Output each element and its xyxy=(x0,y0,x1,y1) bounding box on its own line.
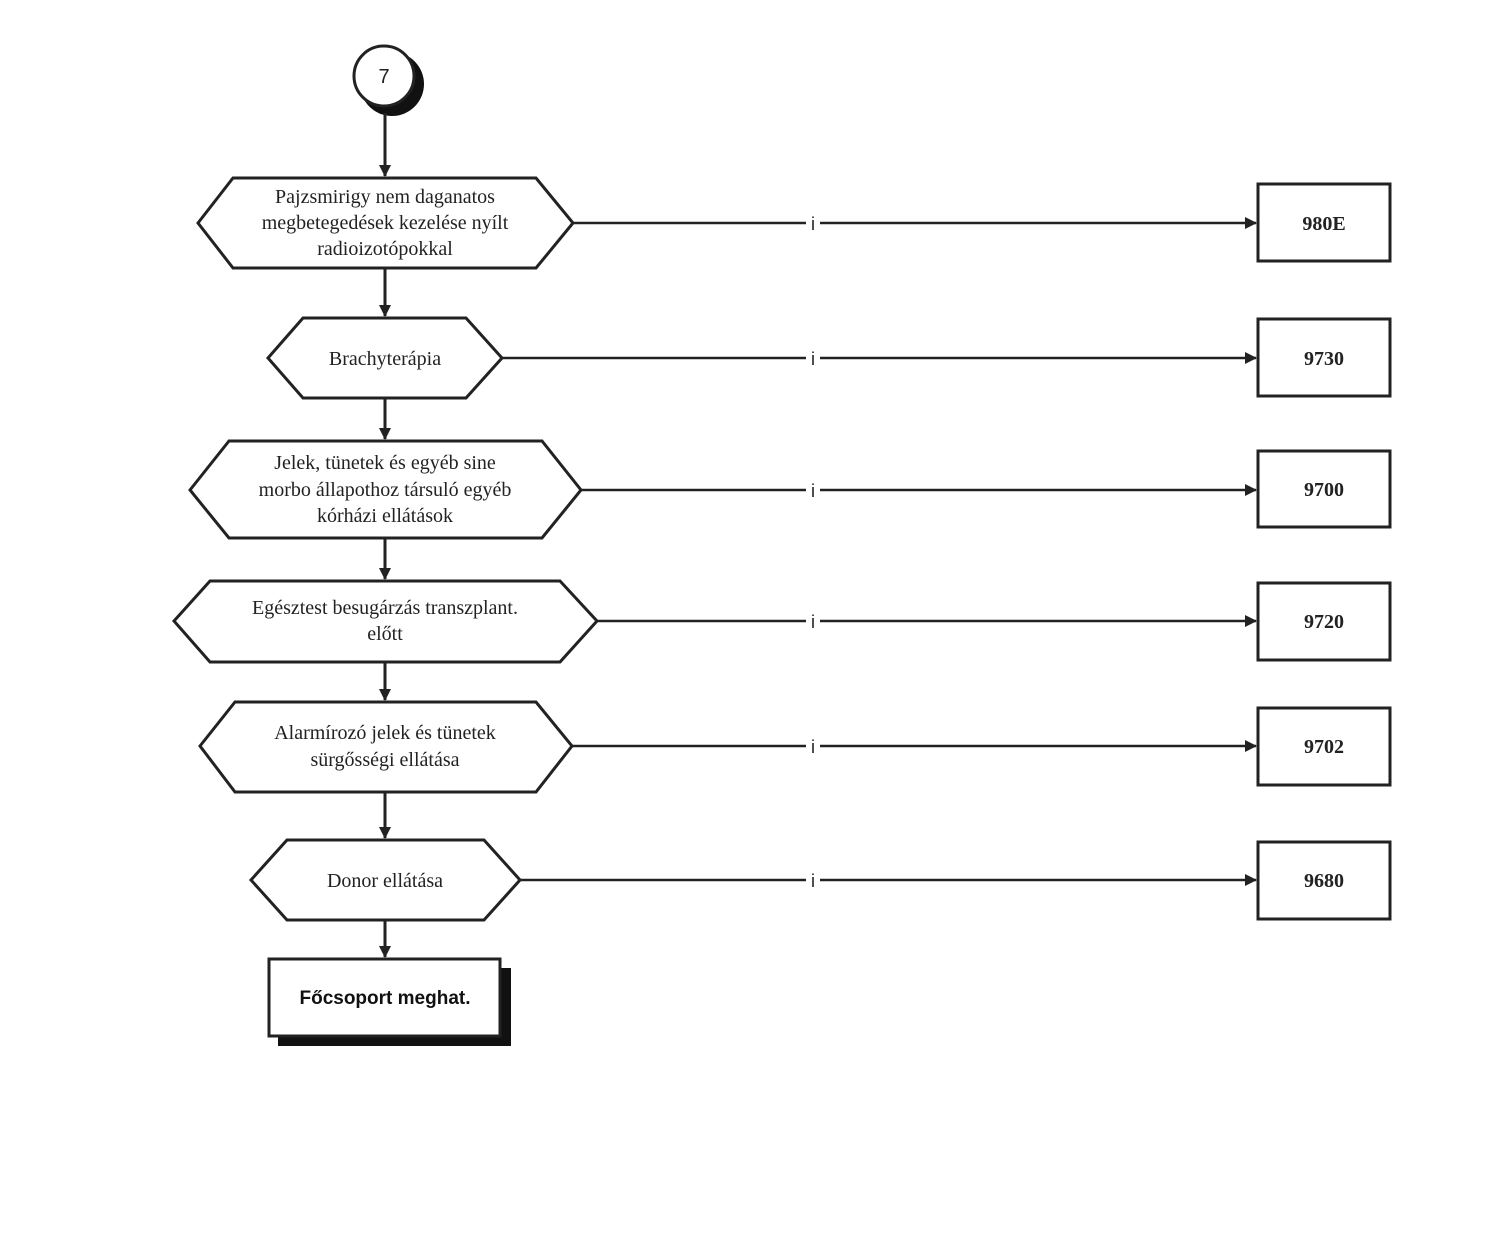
branch-4: i xyxy=(597,608,1257,634)
target-code: 9702 xyxy=(1304,736,1344,758)
branch-6: i xyxy=(520,867,1257,893)
branch-label: i xyxy=(811,612,815,632)
target-code: 9700 xyxy=(1304,479,1344,501)
target-box-4: 9720 xyxy=(1256,581,1392,662)
decision-step-1: Pajzsmirigy nem daganatos megbetegedések… xyxy=(196,176,575,270)
end-box: Főcsoport meghat. xyxy=(267,957,511,1046)
step-3-line-2: morbo állapothoz társuló egyéb xyxy=(259,479,512,501)
branch-label: i xyxy=(811,737,815,757)
branch-label: i xyxy=(811,349,815,369)
branch-5: i xyxy=(572,733,1257,759)
step-3-line-1: Jelek, tünetek és egyéb sine xyxy=(274,452,496,474)
step-4-line-1: Egésztest besugárzás transzplant. xyxy=(252,597,518,619)
step-2-line-1: Brachyterápia xyxy=(329,348,441,370)
target-code: 9680 xyxy=(1304,870,1344,892)
decision-step-4: Egésztest besugárzás transzplant. előtt xyxy=(171,579,600,664)
step-3-line-3: kórházi ellátások xyxy=(317,505,453,527)
decision-step-3: Jelek, tünetek és egyéb sine morbo állap… xyxy=(188,439,583,540)
decision-step-5: Alarmírozó jelek és tünetek sürgősségi e… xyxy=(198,700,574,794)
decision-step-6: Donor ellátása xyxy=(248,838,523,922)
branch-label: i xyxy=(811,214,815,234)
branch-3: i xyxy=(581,477,1257,503)
step-1-line-1: Pajzsmirigy nem daganatos xyxy=(275,186,495,208)
target-box-6: 9680 xyxy=(1256,840,1392,921)
decision-step-2: Brachyterápia xyxy=(266,316,505,400)
connector-label: 7 xyxy=(378,66,389,88)
branch-2: i xyxy=(502,345,1257,371)
target-box-5: 9702 xyxy=(1256,706,1392,787)
target-code: 9720 xyxy=(1304,611,1344,633)
step-1-line-2: megbetegedések kezelése nyílt xyxy=(262,212,509,234)
target-box-1: 980E xyxy=(1256,182,1392,263)
target-box-3: 9700 xyxy=(1256,449,1392,529)
step-4-line-2: előtt xyxy=(367,623,403,645)
target-code: 980E xyxy=(1302,213,1345,235)
step-5-line-1: Alarmírozó jelek és tünetek xyxy=(274,722,496,744)
step-6-line-1: Donor ellátása xyxy=(327,870,443,892)
step-1-line-3: radioizotópokkal xyxy=(317,238,453,260)
end-box-label: Főcsoport meghat. xyxy=(299,988,470,1009)
step-5-line-2: sürgősségi ellátása xyxy=(310,749,459,771)
connector-node: 7 xyxy=(352,44,424,116)
target-code: 9730 xyxy=(1304,348,1344,370)
target-box-2: 9730 xyxy=(1256,317,1392,398)
branch-label: i xyxy=(811,871,815,891)
branch-label: i xyxy=(811,481,815,501)
branch-1: i xyxy=(573,210,1257,236)
